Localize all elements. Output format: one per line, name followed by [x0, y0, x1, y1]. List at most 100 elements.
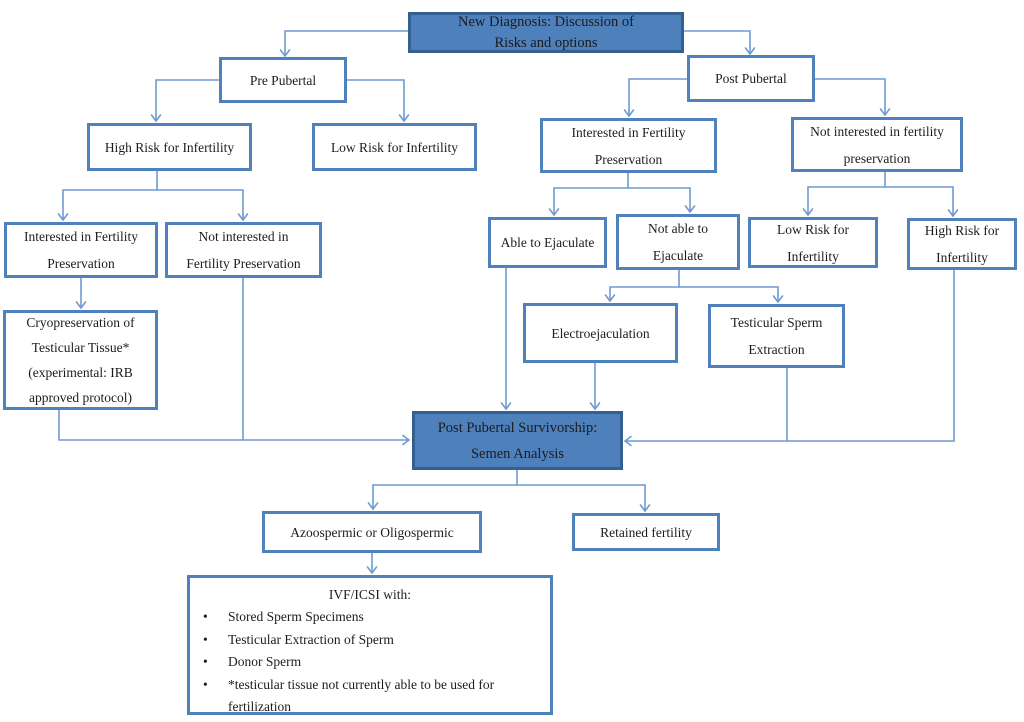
arrowhead-icon	[75, 301, 87, 309]
node-label-line: Preservation	[47, 256, 115, 271]
node-label-line: (experimental: IRB	[28, 365, 133, 380]
flow-node-post-pubertal: Post Pubertal	[687, 55, 815, 102]
flow-node-low-risk-pre: Low Risk for Infertility	[312, 123, 477, 171]
node-label-line: Not interested in fertility	[810, 123, 944, 139]
bullet-item: • Stored Sperm Specimens	[190, 606, 550, 629]
node-label-line: Semen Analysis	[470, 445, 565, 462]
flow-node-cryopreservation: Cryopreservation of Testicular Tissue* (ex…	[3, 310, 158, 410]
node-label-line: Cryopreservation of	[26, 315, 135, 330]
arrowhead-icon	[639, 504, 651, 512]
node-label-line: preservation	[843, 150, 911, 166]
arrowhead-icon	[402, 434, 410, 446]
flow-node-electroejaculation: Electroejaculation	[523, 303, 678, 363]
node-label-line: approved protocol)	[28, 390, 133, 405]
node-label-line: High Risk for Infertility	[104, 139, 235, 155]
connector-line	[284, 30, 409, 57]
bullet-text: Stored Sperm Specimens	[228, 606, 550, 629]
flow-node-azoospermic: Azoospermic or Oligospermic	[262, 511, 482, 553]
node-label-line: Preservation	[594, 151, 663, 167]
node-label-line: Not interested in	[198, 229, 289, 244]
flow-node-not-interested-post: Not interested in fertility preservation	[791, 117, 963, 172]
arrowhead-icon	[623, 109, 635, 117]
node-label-line: Able to Ejaculate	[500, 235, 595, 250]
arrowhead-icon	[604, 294, 616, 302]
flow-node-semen-analysis: Post Pubertal Survivorship: Semen Analysi…	[412, 411, 623, 470]
flow-node-not-able-to-ejaculate: Not able to Ejaculate	[616, 214, 740, 270]
bullet-item: • Testicular Extraction of Sperm	[190, 629, 550, 652]
node-label-line: Testicular Sperm	[730, 315, 823, 330]
arrowhead-icon	[57, 213, 69, 221]
arrowhead-icon	[684, 205, 696, 213]
bullet-text-line: Donor Sperm	[228, 654, 302, 669]
node-label-line: New Diagnosis: Discussion of	[457, 13, 634, 30]
arrowhead-icon	[802, 208, 814, 216]
arrowhead-icon	[879, 108, 891, 116]
bullet-dot-icon: •	[203, 676, 208, 692]
arrowhead-icon	[548, 208, 560, 216]
bullet-text-line: fertilization	[228, 699, 291, 714]
bullet-dot-icon: •	[203, 654, 208, 669]
arrowhead-icon	[500, 402, 512, 410]
bullet-text-line: Testicular Extraction of Sperm	[228, 631, 394, 647]
bullet-item: • Donor Sperm	[190, 651, 550, 674]
flow-node-retained-fertility: Retained fertility	[572, 513, 720, 551]
node-label-line: Fertility Preservation	[186, 256, 301, 271]
node-label-line: Infertility	[787, 248, 839, 264]
arrowhead-icon	[279, 49, 291, 57]
node-label-line: High Risk for	[924, 223, 1000, 238]
flow-node-able-to-ejaculate: Able to Ejaculate	[488, 217, 607, 268]
node-label-line: Extraction	[748, 342, 805, 357]
node-label-line: Post Pubertal	[715, 71, 787, 86]
flow-node-pre-pubertal: Pre Pubertal	[219, 57, 347, 103]
arrowhead-icon	[589, 402, 601, 410]
node-label-line: Retained fertility	[600, 524, 692, 540]
arrowhead-icon	[150, 114, 162, 122]
node-label-line: Ejaculate	[652, 248, 704, 263]
node-label-line: Low Risk for Infertility	[330, 139, 459, 155]
node-label-line: Infertility	[936, 250, 988, 265]
connector-line	[624, 269, 955, 442]
arrowhead-icon	[398, 114, 410, 122]
connector-line	[628, 78, 688, 117]
flow-node-not-interested-pre: Not interested in Fertility Preservation	[165, 222, 322, 278]
arrowhead-icon	[624, 435, 632, 447]
flow-node-high-risk-pre: High Risk for Infertility	[87, 123, 252, 171]
flow-node-ivf-icsi: IVF/ICSI with: • Stored Sperm Specimens • Te…	[187, 575, 553, 715]
arrowhead-icon	[744, 47, 756, 55]
bullet-text-line: *testicular tissue not currently able to…	[228, 676, 495, 692]
arrowhead-icon	[367, 502, 379, 510]
node-label-line: Electroejaculation	[551, 325, 650, 341]
node-label-line: Low Risk for	[777, 221, 849, 237]
connector-line	[58, 409, 410, 441]
node-label-line: Pre Pubertal	[249, 72, 317, 88]
node-label-line: Azoospermic or Oligospermic	[290, 524, 454, 540]
arrowhead-icon	[366, 566, 378, 574]
bullet-dot-icon: •	[203, 631, 208, 647]
node-label-line: Interested in Fertility	[571, 124, 686, 140]
node-label-line: Post Pubertal Survivorship:	[437, 419, 598, 436]
node-label-line: Testicular Tissue*	[31, 340, 130, 355]
bullet-text-line: Stored Sperm Specimens	[228, 609, 364, 624]
connector-line	[346, 79, 405, 122]
bullet-text: Testicular Extraction of Sperm	[228, 629, 550, 652]
arrowhead-icon	[947, 209, 959, 217]
arrowhead-icon	[772, 295, 784, 303]
ivf-title: IVF/ICSI with:	[328, 587, 412, 602]
bullet-item: • *testicular tissue not currently able t…	[190, 674, 550, 719]
arrowhead-icon	[237, 213, 249, 221]
bullet-dot-icon: •	[203, 609, 208, 624]
bullet-text: *testicular tissue not currently able to…	[228, 674, 550, 719]
connector-line	[683, 30, 751, 55]
node-label-line: Not able to	[648, 221, 708, 236]
connector-line	[814, 78, 886, 116]
bullet-text: Donor Sperm	[228, 651, 550, 674]
connector-line	[155, 79, 220, 122]
